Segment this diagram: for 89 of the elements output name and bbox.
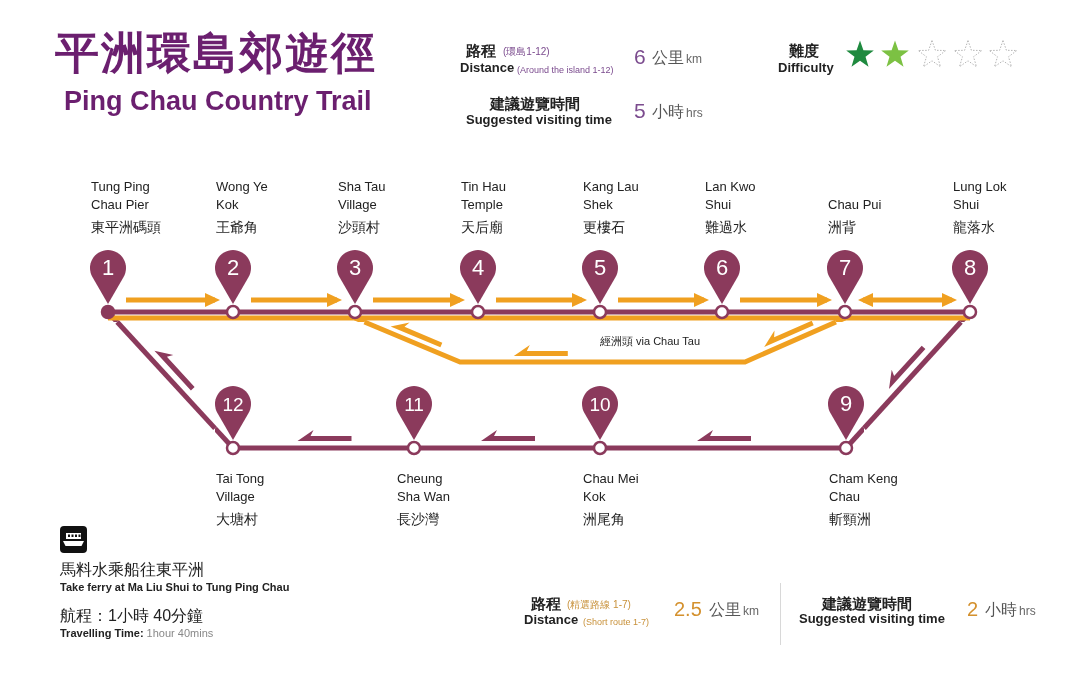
pin-number: 7 [838, 257, 852, 279]
trail-line [126, 315, 215, 321]
station-name: Tung Ping Chau Pier [91, 178, 151, 214]
station-name: 大塘村 [216, 510, 259, 528]
stat-heading: 路程 [531, 595, 561, 613]
edge-label: 經洲頭 via Chau Tau [597, 334, 703, 348]
station-name: Sha Tau Village [338, 178, 387, 214]
station-name: 東平洲碼頭 [91, 218, 162, 236]
trail-line [740, 309, 827, 315]
trail-line [363, 319, 837, 365]
stat-value: 2.5 [674, 598, 702, 621]
stat-heading: 建議遊覽時間 [490, 95, 580, 113]
station-name: 王爺角 [216, 218, 259, 236]
trail-line [251, 309, 337, 315]
station-name: Lung Lok Shui [953, 178, 1008, 214]
stat-heading: Distance [460, 61, 515, 76]
pin-number: 10 [589, 394, 611, 414]
stat-heading: 路程 [466, 42, 496, 60]
station-name: 洲尾角 [583, 510, 626, 528]
pin-number: 12 [222, 394, 244, 414]
station-name: Cham Keng Chau [829, 470, 899, 506]
station-name: Tin Hau Temple [461, 178, 508, 214]
trail-line [432, 445, 582, 451]
trail-line [862, 320, 963, 430]
station-name: Kang Lau Shek [583, 178, 640, 214]
station-name: 斬頸洲 [829, 510, 872, 528]
trail-line [618, 445, 828, 451]
trail-line [863, 315, 952, 321]
station-name: 洲背 [828, 218, 857, 236]
stat-heading: Suggested visiting time [466, 113, 612, 128]
trail-line [251, 315, 337, 321]
stat-value: 2 [967, 598, 979, 621]
station-name: 沙頭村 [338, 218, 381, 236]
stat-note: (Around the island 1-12) [517, 65, 614, 76]
pin-number: 9 [839, 393, 853, 415]
station-name: Cheung Sha Wan [397, 470, 451, 506]
pin-number: 3 [348, 257, 362, 279]
stat-heading: 難度 [789, 42, 819, 60]
pin-number: 11 [404, 394, 424, 414]
ferry-note: Take ferry at Ma Liu Shui to Tung Ping Chau [60, 581, 290, 594]
trail-line [496, 309, 582, 315]
unit-label: km [686, 53, 702, 67]
stat-value: 6 [634, 45, 646, 70]
station-name: Tai Tong Village [216, 470, 266, 506]
trail-line [618, 309, 704, 315]
stat-heading: Distance [524, 613, 579, 628]
trail-line [373, 309, 460, 315]
station-name: Chau Pui [828, 196, 883, 214]
stat-heading: 建議遊覽時間 [822, 595, 912, 613]
stat-note: (Short route 1-7) [583, 617, 650, 628]
unit-label: hrs [1019, 605, 1036, 619]
stat-heading: Difficulty [778, 61, 834, 76]
trail-line [618, 315, 704, 321]
ferry-note: Travelling Time: 1hour 40mins [60, 627, 214, 640]
trail-line [251, 445, 396, 451]
unit-label: 公里 [652, 49, 684, 68]
ferry-note: 馬料水乘船往東平洲 [60, 561, 204, 580]
stat-heading: Suggested visiting time [799, 612, 945, 627]
station-name: 天后廟 [461, 218, 504, 236]
stat-note: (精選路線 1-7) [567, 599, 631, 611]
pin-number: 6 [715, 257, 729, 279]
title: 平洲環島郊遊徑 [55, 28, 377, 79]
subtitle: Ping Chau Country Trail [64, 86, 372, 118]
pin-number: 5 [593, 257, 607, 279]
pin-number: 2 [226, 257, 240, 279]
station-name: Wong Ye Kok [216, 178, 269, 214]
trail-line [373, 315, 460, 321]
trail-line [126, 309, 215, 315]
trail-line [496, 315, 582, 321]
station-name: Chau Mei Kok [583, 470, 640, 506]
trail-line [740, 315, 827, 321]
unit-label: 小時 [652, 103, 684, 122]
trail-line [863, 309, 952, 315]
pin-number: 4 [471, 257, 485, 279]
pin-number: 1 [101, 257, 115, 279]
stat-value: 5 [634, 99, 646, 124]
unit-label: hrs [686, 107, 703, 121]
station-name: 難過水 [705, 218, 748, 236]
station-name: 更樓石 [583, 218, 626, 236]
stat-note: (環島1-12) [503, 46, 550, 58]
station-name: 龍落水 [953, 218, 996, 236]
pin-number: 8 [963, 257, 977, 279]
unit-label: km [743, 605, 759, 619]
station-name: Lan Kwo Shui [705, 178, 757, 214]
unit-label: 小時 [985, 601, 1017, 620]
trail-line [115, 320, 217, 431]
ferry-note: 航程：1小時 40分鐘 [60, 607, 204, 626]
station-name: 長沙灣 [397, 510, 440, 528]
unit-label: 公里 [709, 601, 741, 620]
